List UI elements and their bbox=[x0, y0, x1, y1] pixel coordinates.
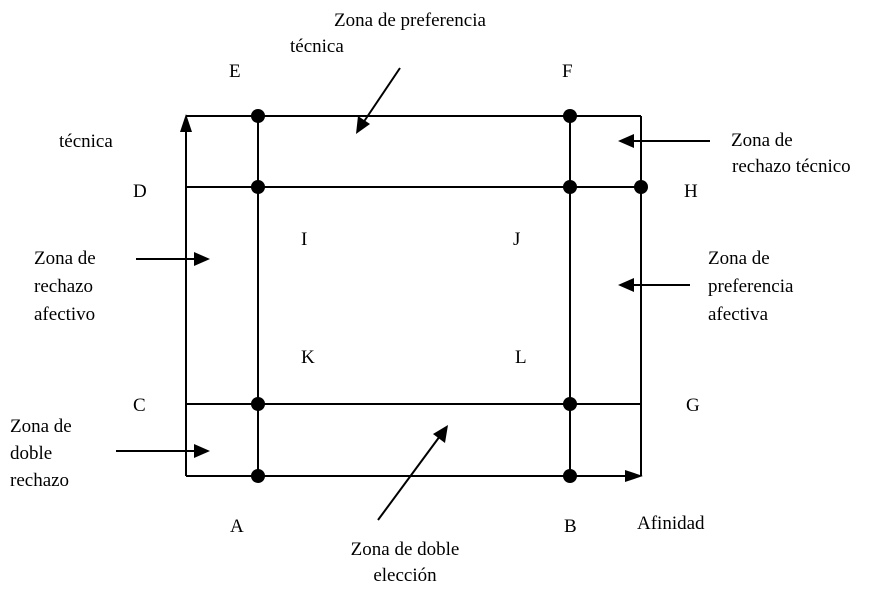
zone-doble-rechazo-line2: doble bbox=[10, 443, 53, 464]
zone-doble-eleccion-line2: elección bbox=[373, 565, 437, 586]
dot-F bbox=[563, 109, 577, 123]
zone-doble-rechazo-line1: Zona de bbox=[10, 416, 72, 437]
zone-rechazo-afectivo-line3: afectivo bbox=[34, 304, 96, 325]
point-label-H: H bbox=[684, 181, 698, 202]
point-label-J: J bbox=[513, 229, 521, 250]
zone-preferencia-afectiva-line3: afectiva bbox=[708, 304, 769, 325]
point-label-G: G bbox=[686, 395, 700, 416]
point-label-B: B bbox=[564, 516, 577, 537]
point-label-I: I bbox=[301, 229, 308, 250]
arrow-doble-rechazo bbox=[116, 444, 210, 458]
zone-preferencia-afectiva-line1: Zona de bbox=[708, 248, 770, 269]
x-axis-arrowhead bbox=[625, 470, 643, 482]
dot-G-inner bbox=[563, 397, 577, 411]
zone-rechazo-tecnico-line2: rechazo técnico bbox=[732, 156, 851, 177]
dot-F-inner bbox=[563, 180, 577, 194]
dot-E bbox=[251, 109, 265, 123]
point-label-E: E bbox=[229, 61, 241, 82]
dot-A bbox=[251, 469, 265, 483]
point-label-D: D bbox=[133, 181, 147, 202]
zone-preferencia-tecnica-line2: técnica bbox=[290, 36, 344, 57]
arrow-preferencia-tecnica bbox=[356, 67, 401, 134]
zone-rechazo-afectivo: Zona de rechazo afectivo bbox=[34, 246, 96, 328]
arrow-rechazo-afectivo bbox=[136, 252, 210, 266]
point-label-A: A bbox=[230, 516, 244, 537]
zone-preferencia-afectiva: Zona de preferencia afectiva bbox=[708, 246, 793, 328]
arrow-preferencia-afectiva bbox=[618, 278, 690, 292]
zone-doble-eleccion: Zona de doble elección bbox=[330, 537, 480, 589]
zone-rechazo-afectivo-line1: Zona de bbox=[34, 248, 96, 269]
arrow-rechazo-tecnico bbox=[618, 134, 710, 148]
zone-doble-rechazo-line3: rechazo bbox=[10, 470, 70, 491]
zone-preferencia-afectiva-line2: preferencia bbox=[708, 276, 794, 297]
zone-rechazo-tecnico-line1: Zona de bbox=[731, 130, 793, 151]
y-axis-arrowhead bbox=[180, 114, 192, 132]
point-label-L: L bbox=[515, 347, 527, 368]
y-axis-label: técnica bbox=[59, 131, 113, 152]
zone-doble-rechazo: Zona de doble rechazo bbox=[10, 414, 72, 494]
point-label-F: F bbox=[562, 61, 573, 82]
x-axis-label: Afinidad bbox=[637, 513, 705, 534]
zone-preferencia-tecnica: Zona de preferencia técnica bbox=[290, 8, 530, 60]
dot-C-inner bbox=[251, 397, 265, 411]
point-label-C: C bbox=[133, 395, 146, 416]
dot-B bbox=[563, 469, 577, 483]
zone-doble-eleccion-line1: Zona de doble bbox=[350, 539, 460, 560]
dot-H bbox=[634, 180, 648, 194]
point-label-K: K bbox=[301, 347, 315, 368]
zone-preferencia-tecnica-line1: Zona de preferencia bbox=[334, 10, 486, 31]
dot-D-inner bbox=[251, 180, 265, 194]
zone-rechazo-afectivo-line2: rechazo bbox=[34, 276, 94, 297]
arrow-doble-eleccion bbox=[377, 425, 448, 521]
zone-rechazo-tecnico: Zona de rechazo técnico bbox=[731, 128, 851, 180]
